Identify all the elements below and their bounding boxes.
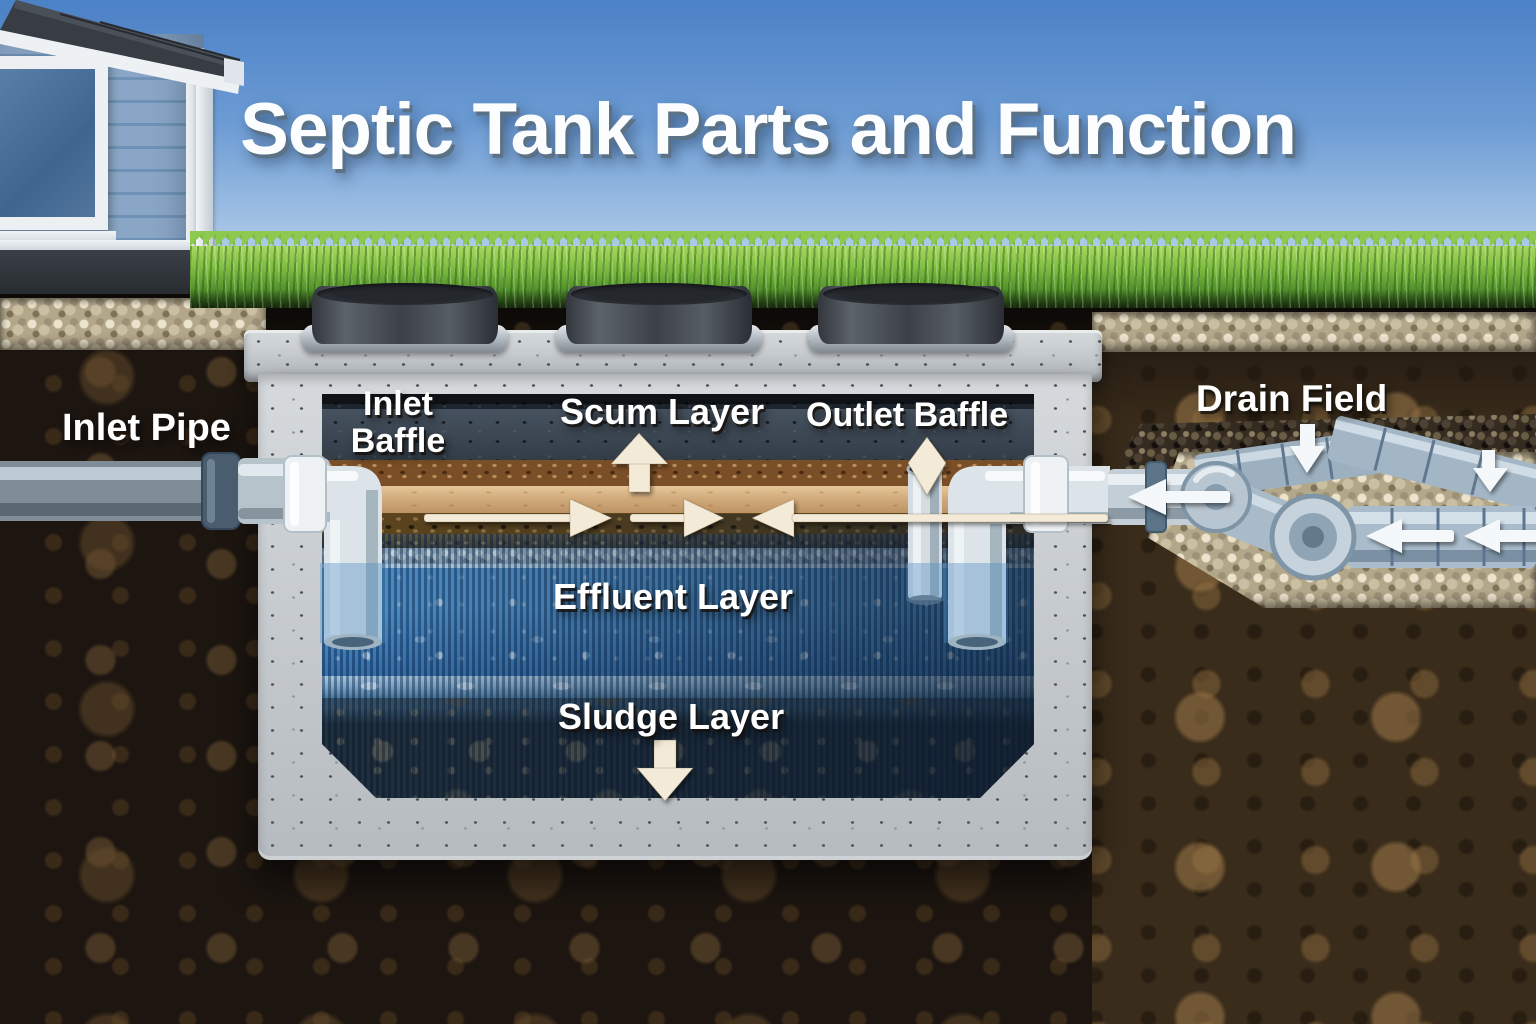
label-inlet-pipe: Inlet Pipe (62, 407, 231, 449)
riser-lid (312, 283, 498, 344)
house-roof (0, 0, 244, 94)
house-trim-board (0, 240, 212, 253)
label-drain-field: Drain Field (1196, 378, 1388, 419)
tank-wall-shade-right (322, 514, 1034, 798)
gravel-band-right (1092, 312, 1536, 352)
house-window (0, 56, 116, 246)
label-outlet-baffle: Outlet Baffle (806, 396, 1009, 434)
riser-lid (566, 283, 752, 344)
label-inlet-baffle: Inlet Baffle (318, 385, 478, 461)
label-sludge-layer: Sludge Layer (558, 696, 785, 737)
access-riser-3 (808, 283, 1014, 352)
house-downspout (196, 68, 213, 256)
label-scum-layer: Scum Layer (560, 391, 765, 432)
label-effluent-layer: Effluent Layer (553, 576, 794, 617)
scum-layer-band (322, 486, 1034, 513)
access-riser-1 (302, 283, 508, 352)
label-inlet-baffle-line1: Inlet (363, 385, 433, 423)
access-riser-2 (556, 283, 762, 352)
riser-lid (818, 283, 1004, 344)
scum-layer-top (322, 460, 1034, 486)
lid-shadow (322, 394, 1034, 404)
label-inlet-baffle-line2: Baffle (350, 422, 446, 461)
page-title: Septic Tank Parts and Function (240, 89, 1297, 170)
